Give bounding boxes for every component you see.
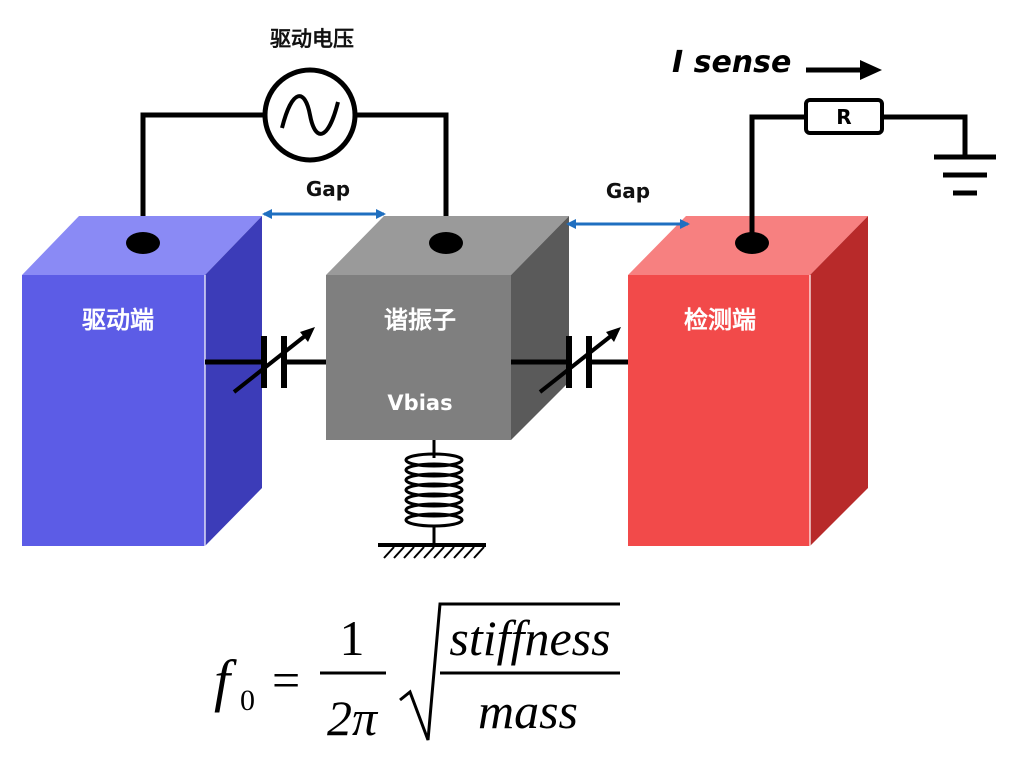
sense-current-label: I sense <box>672 45 791 80</box>
formula-root-numerator: stiffness <box>449 610 610 666</box>
current-arrow-icon <box>806 60 882 80</box>
drive-block <box>22 216 262 546</box>
sense-block <box>628 216 868 546</box>
spring-icon <box>378 440 486 559</box>
drive-wire-left <box>140 112 265 238</box>
gap-label-left: Gap <box>306 177 350 201</box>
resonator-block-label: 谐振子 <box>384 306 456 334</box>
formula-equals: = <box>272 652 300 708</box>
square-root-sign <box>399 602 620 741</box>
resonant-frequency-formula: f 0 = 1 2π stiffness mass <box>214 602 620 746</box>
sense-contact-pad <box>735 232 769 254</box>
formula-lhs-subscript: 0 <box>240 684 255 717</box>
formula-denominator: 2π <box>327 690 379 746</box>
variable-capacitor-icon <box>205 327 326 394</box>
formula-lhs: f <box>214 648 237 713</box>
drive-contact-pad <box>126 232 160 254</box>
formula-root-denominator: mass <box>478 683 578 739</box>
drive-voltage-label: 驱动电压 <box>270 27 354 51</box>
ac-source-icon <box>262 67 358 163</box>
resistor-label: R <box>836 105 851 129</box>
drive-wire-right <box>355 112 449 238</box>
sense-wire <box>749 114 806 238</box>
variable-capacitor-icon <box>511 327 628 394</box>
formula-numerator: 1 <box>340 610 365 666</box>
ground-wire <box>882 114 968 157</box>
ground-icon <box>934 154 996 196</box>
sense-block-label: 检测端 <box>684 306 756 334</box>
resonator-vbias-label: Vbias <box>387 391 452 415</box>
gap-label-right: Gap <box>606 179 650 203</box>
resonator-contact-pad <box>429 232 463 254</box>
drive-block-label: 驱动端 <box>82 306 154 334</box>
